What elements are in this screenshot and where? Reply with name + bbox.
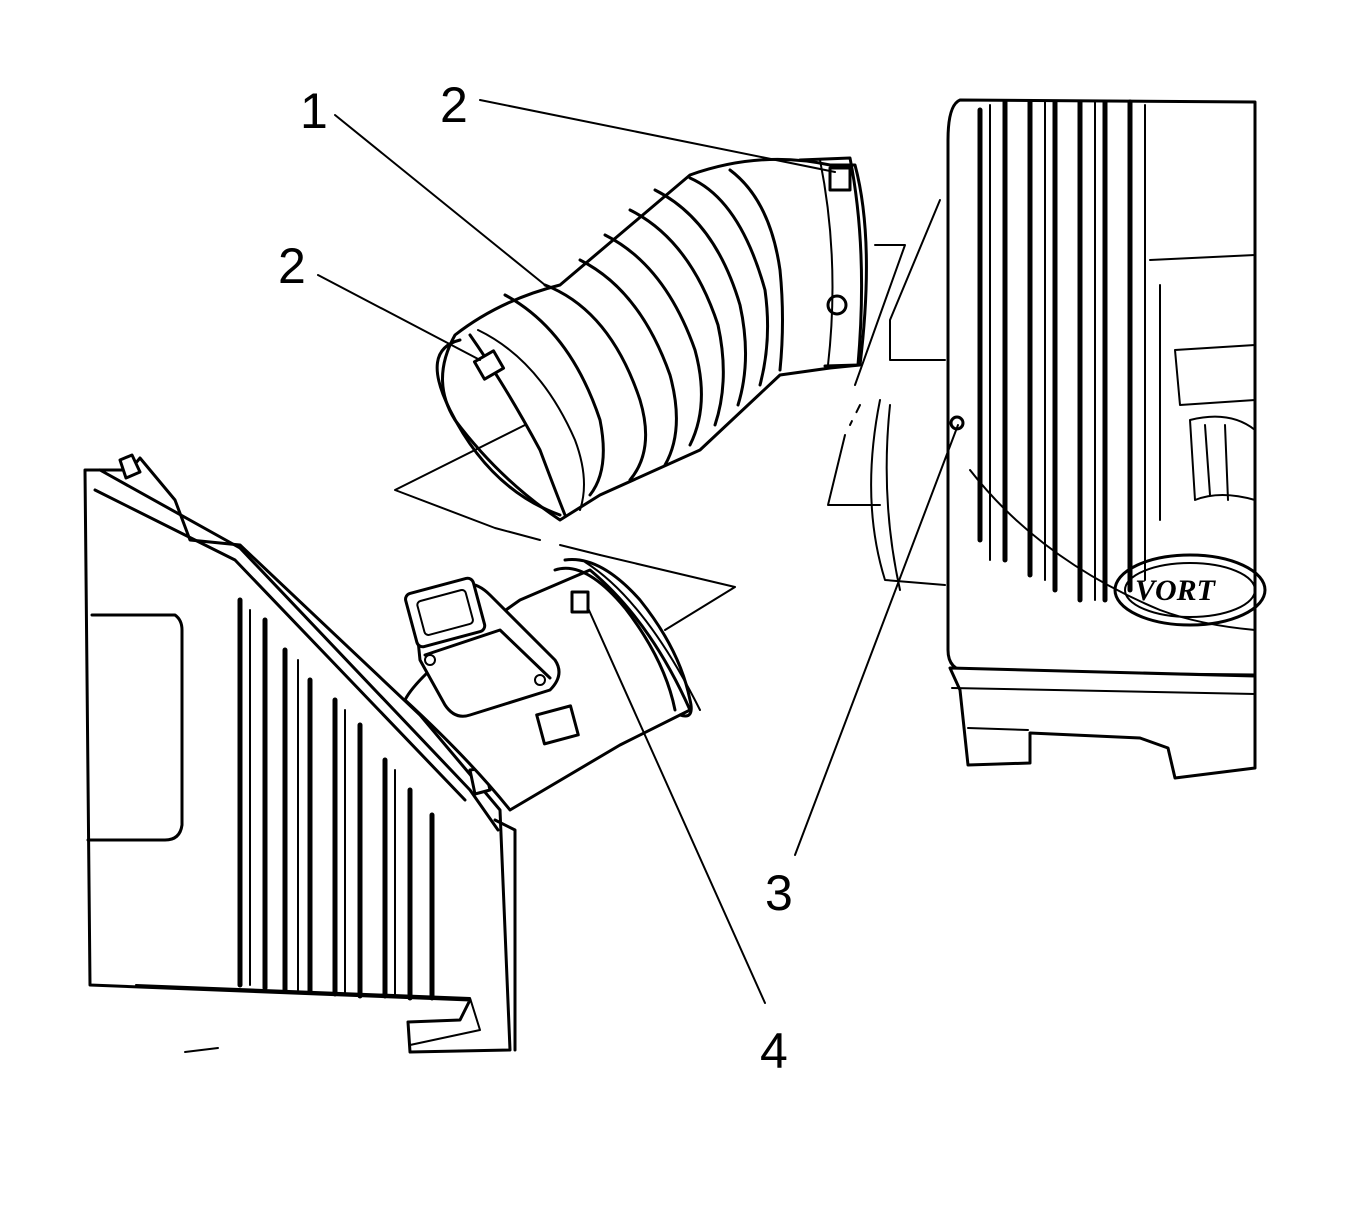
alignment-lines (394, 244, 906, 631)
leader-line-2a (479, 99, 836, 173)
maf-clamp-4 (570, 590, 590, 614)
leader-line-4 (587, 607, 766, 1004)
leader-lines (317, 99, 959, 1004)
leader-line-1 (334, 114, 546, 286)
callout-1: 1 (300, 83, 328, 139)
duct-clamp-2-upper (828, 166, 852, 192)
air-cleaner-housing: VORT (870, 98, 1267, 780)
callout-labels: 1 2 2 3 4 (278, 77, 793, 1079)
callout-2-upper: 2 (440, 77, 468, 133)
leader-line-2b (317, 274, 481, 361)
callout-4: 4 (760, 1023, 788, 1079)
intake-duct (435, 156, 868, 522)
callout-2-lower: 2 (278, 238, 306, 294)
lower-housing (83, 453, 517, 1054)
maf-sensor (403, 558, 701, 812)
duct-clamp-2-lower (472, 349, 506, 381)
logo-text: VORT (1135, 574, 1217, 607)
callout-3: 3 (765, 865, 793, 921)
leader-line-3 (794, 424, 959, 856)
